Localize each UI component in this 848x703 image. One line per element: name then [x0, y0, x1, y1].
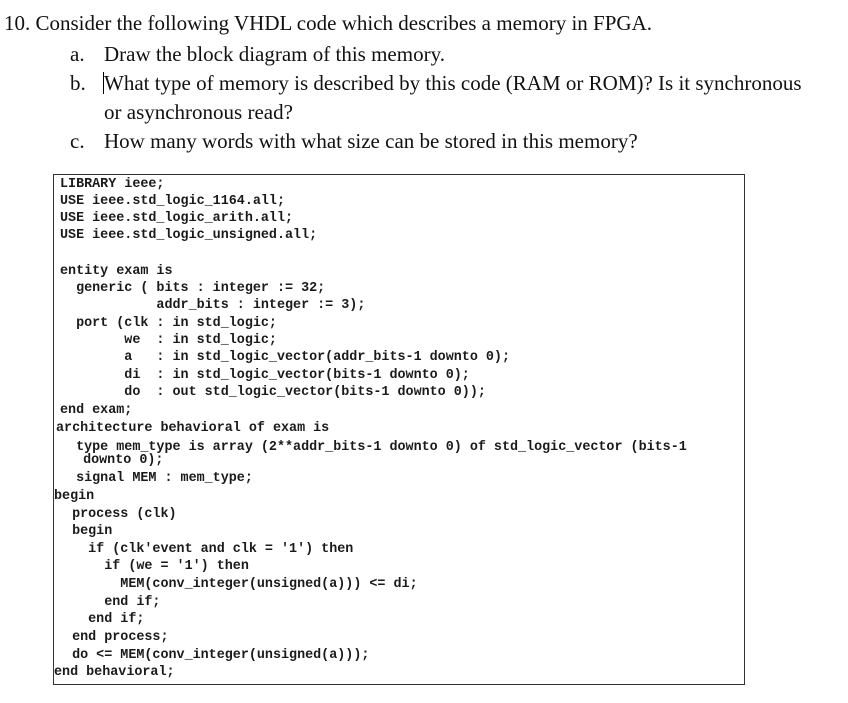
code-line: MEM(conv_integer(unsigned(a))) <= di;: [56, 577, 418, 592]
code-line: we : in std_logic;: [60, 333, 277, 348]
code-line: begin: [54, 489, 95, 504]
code-line: USE ieee.std_logic_arith.all;: [60, 211, 294, 226]
code-line: port (clk : in std_logic;: [60, 316, 277, 331]
code-line: LIBRARY ieee;: [60, 177, 165, 192]
part-text: How many words with what size can be sto…: [104, 129, 638, 153]
code-line: USE ieee.std_logic_unsigned.all;: [60, 228, 318, 243]
vhdl-code-box: LIBRARY ieee; USE ieee.std_logic_1164.al…: [53, 174, 745, 685]
code-line: end if;: [56, 595, 161, 610]
question-part-b-continuation: or asynchronous read?: [104, 100, 293, 124]
part-text: Draw the block diagram of this memory.: [104, 42, 445, 66]
code-line: downto 0);: [67, 453, 164, 468]
code-line: process (clk): [56, 507, 177, 522]
code-line: addr_bits : integer := 3);: [60, 298, 366, 313]
code-line: begin: [56, 524, 113, 539]
code-line: do : out std_logic_vector(bits-1 downto …: [60, 385, 486, 400]
part-letter: c.: [70, 129, 85, 153]
code-line: generic ( bits : integer := 32;: [60, 281, 326, 296]
code-line: if (clk'event and clk = '1') then: [56, 542, 354, 557]
code-line: architecture behavioral of exam is: [56, 421, 330, 436]
code-line: signal MEM : mem_type;: [60, 471, 253, 486]
code-line: do <= MEM(conv_integer(unsigned(a)));: [56, 648, 370, 663]
code-line: type mem_type is array (2**addr_bits-1 d…: [60, 440, 687, 455]
part-letter: a.: [70, 42, 85, 66]
text-cursor: [103, 72, 104, 94]
code-line: end if;: [56, 612, 145, 627]
part-letter: b.: [70, 71, 86, 95]
question-title: 10. Consider the following VHDL code whi…: [4, 11, 652, 35]
code-line: di : in std_logic_vector(bits-1 downto 0…: [60, 368, 470, 383]
code-line: entity exam is: [60, 264, 173, 279]
code-line: end behavioral;: [54, 665, 175, 680]
code-line: end process;: [56, 630, 169, 645]
part-text: What type of memory is described by this…: [104, 71, 802, 95]
code-line: a : in std_logic_vector(addr_bits-1 down…: [60, 350, 510, 365]
code-line: if (we = '1') then: [56, 559, 249, 574]
code-line: end exam;: [60, 403, 133, 418]
code-line: USE ieee.std_logic_1164.all;: [60, 194, 285, 209]
